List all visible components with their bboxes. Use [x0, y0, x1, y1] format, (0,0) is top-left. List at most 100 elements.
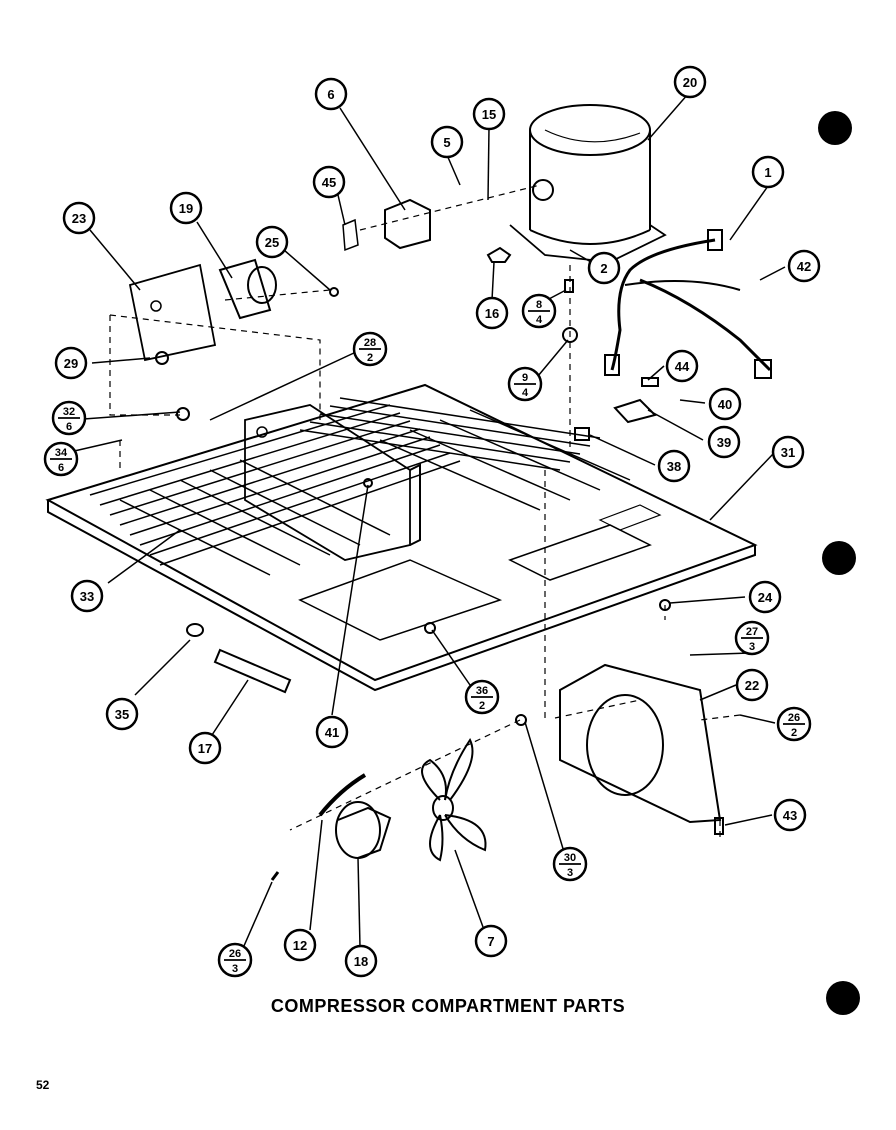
callout-31: 31 — [771, 435, 805, 469]
fraction-callout-26-2: 262 — [776, 706, 812, 742]
base-plate — [45, 383, 758, 692]
callout-19: 19 — [169, 191, 203, 225]
callout-35: 35 — [105, 697, 139, 731]
assembly-lines — [109, 184, 741, 840]
fraction-top: 26 — [788, 712, 800, 724]
fraction-bottom: 6 — [66, 421, 72, 433]
callout-label: 39 — [717, 435, 731, 450]
callout-label: 17 — [198, 741, 212, 756]
callout-label: 5 — [443, 135, 450, 150]
callout-label: 15 — [482, 107, 496, 122]
binder-hole-bottom — [826, 981, 860, 1015]
drain-tube — [186, 623, 292, 694]
callout-24: 24 — [748, 580, 782, 614]
callout-41: 41 — [315, 715, 349, 749]
fraction-bottom: 6 — [58, 462, 64, 474]
callout-label: 33 — [80, 589, 94, 604]
fraction-top: 9 — [522, 372, 528, 384]
leader-lines — [69, 93, 786, 956]
callout-label: 35 — [115, 707, 129, 722]
callout-label: 12 — [293, 938, 307, 953]
callout-label: 43 — [783, 808, 797, 823]
callout-label: 20 — [683, 75, 697, 90]
fraction-top: 26 — [229, 948, 241, 960]
callout-43: 43 — [773, 798, 807, 832]
callout-label: 40 — [718, 397, 732, 412]
callout-7: 7 — [474, 924, 508, 958]
fraction-callout-32-6: 326 — [51, 400, 87, 436]
callout-label: 41 — [325, 725, 339, 740]
start-relay — [342, 198, 431, 252]
fraction-bottom: 2 — [479, 700, 485, 712]
binder-hole-top — [818, 111, 852, 145]
page-number: 52 — [36, 1078, 50, 1092]
callout-label: 1 — [764, 165, 771, 180]
callout-label: 16 — [485, 306, 499, 321]
fraction-top: 34 — [55, 447, 68, 459]
fraction-top: 27 — [746, 626, 758, 638]
fraction-bottom: 4 — [522, 387, 529, 399]
fraction-callout-27-3: 273 — [734, 620, 770, 656]
callout-20: 20 — [673, 65, 707, 99]
callout-39: 39 — [707, 425, 741, 459]
divider-panel — [244, 404, 421, 561]
condenser-coil — [89, 397, 631, 576]
callout-40: 40 — [708, 387, 742, 421]
fraction-bottom: 3 — [749, 641, 755, 653]
callout-label: 25 — [265, 235, 279, 250]
callout-label: 42 — [797, 259, 811, 274]
fan-shroud — [559, 663, 722, 824]
fraction-callout-30-3: 303 — [552, 846, 588, 882]
callout-label: 45 — [322, 175, 336, 190]
fraction-top: 36 — [476, 685, 488, 697]
fraction-top: 30 — [564, 852, 576, 864]
callout-17: 17 — [188, 731, 222, 765]
callout-22: 22 — [735, 668, 769, 702]
callout-16: 16 — [475, 296, 509, 330]
fraction-top: 32 — [63, 406, 75, 418]
fraction-bottom: 2 — [367, 352, 373, 364]
callout-label: 6 — [327, 87, 334, 102]
fraction-bottom: 3 — [567, 867, 573, 879]
callout-18: 18 — [344, 944, 378, 978]
callout-1: 1 — [751, 155, 785, 189]
binder-hole-middle — [822, 541, 856, 575]
callout-label: 29 — [64, 356, 78, 371]
callout-25: 25 — [255, 225, 289, 259]
callout-label: 19 — [179, 201, 193, 216]
fan-blade — [421, 738, 487, 862]
fraction-callout-26-3: 263 — [217, 942, 253, 978]
fraction-top: 8 — [536, 299, 542, 311]
fraction-top: 28 — [364, 337, 376, 349]
callout-44: 44 — [665, 349, 699, 383]
callout-42: 42 — [787, 249, 821, 283]
callout-label: 23 — [72, 211, 86, 226]
control-bracket — [128, 258, 277, 362]
callout-29: 29 — [54, 346, 88, 380]
fraction-callout-36-2: 362 — [464, 679, 500, 715]
callout-15: 15 — [472, 97, 506, 131]
wiring-harness — [604, 229, 772, 379]
callout-label: 44 — [675, 359, 690, 374]
callout-12: 12 — [283, 928, 317, 962]
callout-6: 6 — [314, 77, 348, 111]
fraction-callout-28-2: 282 — [352, 331, 388, 367]
callout-group: 1256712151617181920222324252931333538394… — [54, 65, 821, 978]
fraction-bottom: 2 — [791, 727, 797, 739]
callout-38: 38 — [657, 449, 691, 483]
fraction-callout-9-4: 94 — [507, 366, 543, 402]
callout-label: 18 — [354, 954, 368, 969]
callout-23: 23 — [62, 201, 96, 235]
callout-33: 33 — [70, 579, 104, 613]
fraction-callout-34-6: 346 — [43, 441, 79, 477]
callout-label: 31 — [781, 445, 795, 460]
callout-45: 45 — [312, 165, 346, 199]
fraction-bottom: 3 — [232, 963, 238, 975]
compressor — [509, 104, 667, 263]
callout-label: 22 — [745, 678, 759, 693]
callout-label: 24 — [758, 590, 773, 605]
callout-label: 38 — [667, 459, 681, 474]
diagram-caption: COMPRESSOR COMPARTMENT PARTS — [270, 996, 626, 1016]
